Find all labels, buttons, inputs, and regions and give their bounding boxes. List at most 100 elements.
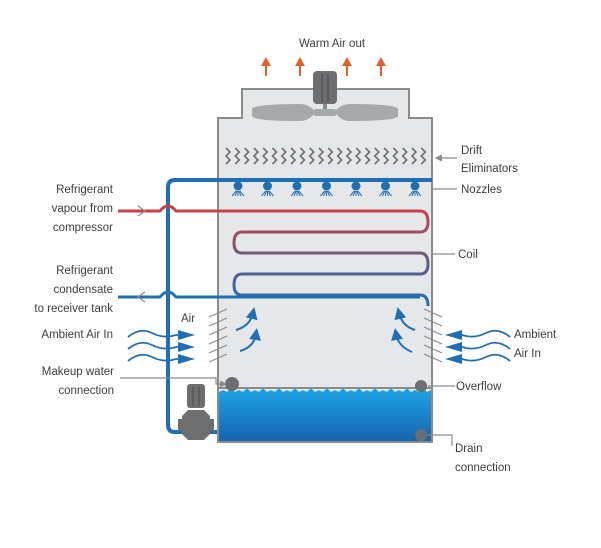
refrigerant-vapour-inlet-pipe	[118, 204, 420, 213]
ambient-air-wave-icon	[458, 341, 511, 350]
air-flow-arrow-icon	[391, 328, 413, 353]
drift-eliminator-blade-icon	[252, 147, 260, 165]
drift-eliminator-blade-icon	[420, 147, 427, 165]
louver-blade	[423, 344, 443, 354]
label-overflow: Overflow	[456, 381, 502, 393]
drift-eliminator-blade-icon	[224, 147, 232, 165]
ambient-air-wave-icon	[458, 353, 511, 362]
warm-air-arrow-icon	[295, 57, 305, 76]
louver-blade	[423, 353, 443, 363]
fan-motor-icon	[313, 71, 337, 104]
fan-blade-right-icon	[336, 104, 398, 121]
label-makeup-water: connection	[58, 385, 114, 397]
ambient-air-arrowhead-icon	[445, 342, 462, 352]
ambient-air-wave-icon	[127, 353, 184, 362]
drift-eliminator-blade-icon	[355, 147, 362, 165]
warm-air-arrow-icon	[261, 57, 271, 76]
nozzles	[231, 181, 422, 197]
ambient-air-wave-icon	[458, 329, 511, 338]
nozzle-icon	[349, 181, 363, 197]
air-flow-arrow-icon	[394, 307, 416, 331]
ambient-air-arrowhead-icon	[178, 330, 195, 340]
label-air: Air	[181, 313, 195, 325]
water-basin	[219, 388, 431, 441]
label-drift-eliminators: Eliminators	[461, 163, 518, 175]
label-drain-connection: Drain	[455, 443, 482, 455]
nozzle-icon	[231, 181, 245, 197]
refrigerant-condensate-outlet-pipe	[118, 290, 420, 299]
air-flow-arrow-icon	[235, 307, 258, 331]
drift-eliminator-blade-icon	[327, 147, 334, 165]
drift-eliminator-blade-icon	[280, 147, 287, 165]
nozzle-icon	[408, 181, 422, 197]
nozzle-icon	[261, 181, 274, 197]
ambient-air-arrows	[127, 329, 511, 364]
ambient-air-arrowhead-icon	[178, 342, 195, 352]
louver-blade	[423, 326, 443, 336]
tower-casing	[217, 88, 433, 443]
internal-air-arrows	[235, 307, 416, 353]
drift-eliminator-blade-icon	[364, 147, 371, 165]
labels: Warm Air out Drift Eliminators Nozzles C…	[34, 38, 557, 474]
louver-blade	[208, 326, 228, 336]
makeup-water-valve-icon	[225, 377, 239, 391]
label-refrigerant-vapour: vapour from	[52, 203, 113, 215]
drift-eliminator-blade-icon	[401, 147, 408, 165]
label-warm-air-out: Warm Air out	[299, 38, 366, 50]
louver-blade	[208, 344, 228, 354]
label-refrigerant-condensate: to receiver tank	[34, 303, 113, 315]
circulation-pump-icon	[178, 384, 214, 440]
nozzle-icon	[320, 181, 333, 197]
label-refrigerant-vapour: compressor	[53, 222, 113, 234]
drift-eliminator-blade-icon	[299, 147, 306, 165]
drain-outlet-icon	[415, 429, 427, 441]
label-nozzles: Nozzles	[461, 184, 502, 196]
ambient-air-wave-icon	[127, 341, 184, 350]
leader-lines	[120, 154, 457, 446]
label-drain-connection: connection	[455, 462, 511, 474]
fan-blade-left-icon	[252, 104, 314, 121]
drift-eliminator-blade-icon	[373, 147, 380, 165]
ambient-air-wave-icon	[127, 329, 184, 338]
nozzle-icon	[379, 181, 392, 197]
label-ambient-air-in-right: Air In	[514, 348, 541, 360]
warm-air-arrow-icon	[342, 57, 352, 76]
drift-eliminator-blade-icon	[317, 147, 325, 165]
drift-eliminator-blade-icon	[336, 147, 343, 165]
warm-air-arrows	[261, 57, 386, 76]
overflow-outlet-icon	[415, 380, 427, 392]
label-ambient-air-in-right: Ambient	[514, 329, 557, 341]
condensing-coil	[218, 209, 430, 307]
louver-blade	[423, 317, 443, 327]
drift-eliminator-blade-icon	[262, 147, 269, 165]
label-makeup-water: Makeup water	[42, 366, 114, 378]
drift-eliminator-blade-icon	[382, 147, 390, 165]
fan-assembly	[252, 71, 398, 121]
air-flow-arrow-icon	[239, 328, 262, 352]
warm-air-arrow-icon	[376, 57, 386, 76]
louver-blade	[423, 308, 443, 318]
drift-eliminator-blade-icon	[243, 147, 250, 165]
louver-blade	[208, 308, 228, 318]
nozzle-icon	[290, 181, 304, 197]
label-refrigerant-vapour: Refrigerant	[56, 184, 114, 196]
louver-blade	[208, 317, 228, 327]
drift-eliminator-blade-icon	[308, 147, 315, 165]
ambient-air-arrowhead-icon	[445, 330, 462, 340]
label-refrigerant-condensate: Refrigerant	[56, 265, 114, 277]
drift-eliminator-blade-icon	[289, 147, 297, 165]
drift-eliminator-blade-icon	[345, 147, 353, 165]
ambient-air-arrowhead-icon	[445, 354, 462, 364]
label-drift-eliminators: Drift	[461, 145, 483, 157]
louver-blade	[208, 353, 228, 363]
drift-eliminator-blade-icon	[234, 147, 241, 165]
drift-eliminators	[224, 147, 427, 165]
label-coil: Coil	[458, 249, 478, 261]
water-pipe	[166, 178, 432, 434]
label-refrigerant-condensate: condensate	[54, 284, 113, 296]
louver-blade	[208, 335, 228, 345]
label-ambient-air-in-left: Ambient Air In	[41, 329, 113, 341]
drift-eliminator-blade-icon	[271, 147, 278, 165]
